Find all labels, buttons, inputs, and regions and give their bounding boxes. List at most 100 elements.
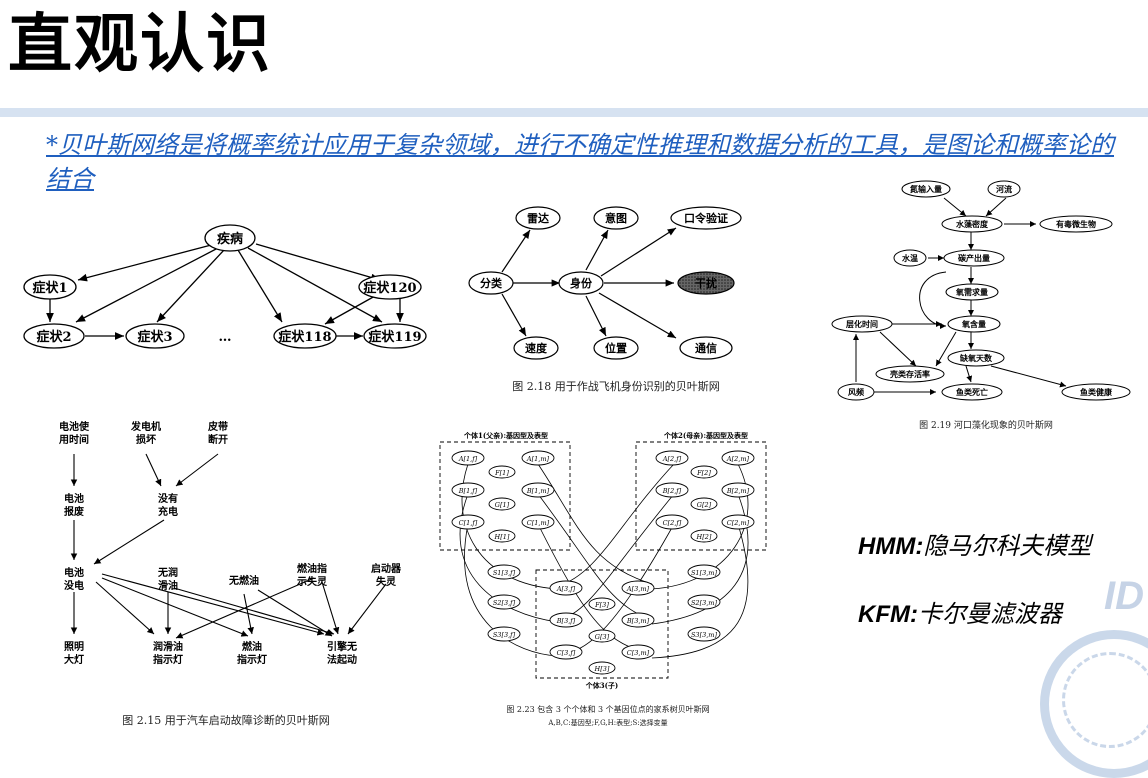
mother-node-a-f: A[2,f] xyxy=(662,455,682,463)
node-river: 河流 xyxy=(996,184,1012,194)
node-belt-line2: 断开 xyxy=(208,433,228,446)
node-water-temp: 水温 xyxy=(901,253,918,263)
node-symptom1: 症状1 xyxy=(32,280,67,296)
child-node-c-f: C[3,f] xyxy=(557,649,576,657)
node-no-fuel: 无燃油 xyxy=(228,574,259,587)
ellipsis: … xyxy=(219,330,232,345)
aircraft-identity-diagram: 雷达 意图 口令验证 分类 身份 干扰 速度 位置 通信 图 2.18 用于作战… xyxy=(468,206,742,393)
mother-node-h: H[2] xyxy=(696,533,712,541)
intro-text: *贝叶斯网络是将概率统计应用于复杂领域，进行不确定性推理和数据分析的工具，是图论… xyxy=(46,131,1114,193)
node-starter-line2: 失灵 xyxy=(376,575,397,588)
node-fish-death: 鱼类死亡 xyxy=(956,387,988,397)
aircraft-figure-caption: 图 2.18 用于作战飞机身份识别的贝叶斯网 xyxy=(512,379,719,393)
node-no-charge-line1: 没有 xyxy=(158,492,178,505)
select-node-s3-f: S3[3,f] xyxy=(493,631,516,639)
node-radar: 雷达 xyxy=(527,211,549,225)
node-wind: 风频 xyxy=(848,387,864,397)
node-battery-age-line2: 用时间 xyxy=(58,433,89,446)
hmm-note: HMM:隐马尔科夫模型 xyxy=(858,526,1091,561)
hmm-label: HMM: xyxy=(858,533,924,560)
node-battery-bad-line1: 电池 xyxy=(64,492,84,505)
select-node-s2-f: S2[3,f] xyxy=(493,599,516,607)
node-fuel-lamp-line1: 燃油 xyxy=(242,640,262,653)
node-symptom120: 症状120 xyxy=(363,280,416,296)
child-node-f: F[3] xyxy=(594,601,609,609)
node-fuel-lamp-line2: 指示灯 xyxy=(237,653,267,666)
estuary-figure-caption: 图 2.19 河口藻化现象的贝叶斯网 xyxy=(919,419,1053,431)
node-belt-line1: 皮带 xyxy=(207,420,228,433)
mother-node-g: G[2] xyxy=(697,501,712,509)
child-node-a-f: A[3,f] xyxy=(556,585,576,593)
node-speed: 速度 xyxy=(525,341,548,355)
kfm-note: KFM:卡尔曼滤波器 xyxy=(858,594,1062,629)
page-title: 直观认识 xyxy=(8,8,272,82)
node-no-lube-line1: 无润 xyxy=(157,566,178,579)
node-classify: 分类 xyxy=(480,276,503,290)
mother-node-c-m: C[2,m] xyxy=(727,519,750,527)
father-node-a-f: A[1,f] xyxy=(458,455,478,463)
node-headlight-line1: 照明 xyxy=(64,641,84,653)
node-jamming: 干扰 xyxy=(695,276,717,290)
node-battery-dead-line2: 没电 xyxy=(64,579,84,592)
node-fish-health: 鱼类健康 xyxy=(1080,387,1113,397)
father-node-c-m: C[1,m] xyxy=(527,519,550,527)
node-algae-density: 水藻密度 xyxy=(955,219,989,229)
node-shellfish-survival: 壳类存活率 xyxy=(889,369,930,379)
father-node-g: G[1] xyxy=(495,501,510,509)
family-figure-legend: A,B,C:基因型;F,G,H:表型;S:选择变量 xyxy=(547,718,667,727)
father-node-c-f: C[1,f] xyxy=(459,519,478,527)
node-position: 位置 xyxy=(605,341,627,355)
node-communication: 通信 xyxy=(695,341,717,355)
child-node-a-m: A[3,m] xyxy=(626,585,650,593)
node-carbon-output: 碳产出量 xyxy=(958,253,990,263)
node-disease: 疾病 xyxy=(217,231,243,247)
mother-node-b-f: B[2,f] xyxy=(662,487,682,495)
watermark-text: ID xyxy=(1104,574,1144,618)
node-fuel-gauge-line2: 示失灵 xyxy=(297,575,328,588)
child-node-b-f: B[3,f] xyxy=(556,617,576,625)
node-stratification: 层化时间 xyxy=(845,319,878,329)
car-figure-caption: 图 2.15 用于汽车启动故障诊断的贝叶斯网 xyxy=(122,713,329,727)
disease-network-diagram: 疾病 症状1 症状120 症状2 症状3 … 症状118 症状119 xyxy=(23,224,427,349)
mother-box-label: 个体2(母亲):基因型及表型 xyxy=(663,431,748,440)
node-battery-bad-line2: 报废 xyxy=(64,505,84,518)
select-node-s3-m: S3[3,m] xyxy=(691,631,717,639)
family-tree-diagram: 个体1(父亲):基因型及表型 个体2(母亲):基因型及表型 A[1,f] xyxy=(439,431,767,727)
node-nitrogen-input: 氮输入量 xyxy=(910,184,942,194)
node-anoxic-days: 缺氧天数 xyxy=(959,353,993,363)
hmm-text: 隐马尔科夫模型 xyxy=(923,532,1092,560)
car-diagnosis-diagram: 电池使 用时间 发电机 损坏 皮带 断开 电池 报废 没有 充电 电池 没电 无… xyxy=(58,420,402,727)
father-node-b-f: B[1,f] xyxy=(458,487,478,495)
father-node-h: H[1] xyxy=(494,533,510,541)
node-battery-dead-line1: 电池 xyxy=(64,566,84,579)
mother-node-a-m: A[2,m] xyxy=(726,455,750,463)
father-node-a-m: A[1,m] xyxy=(526,455,550,463)
node-generator-line1: 发电机 xyxy=(130,420,161,433)
node-generator-line2: 损坏 xyxy=(136,433,156,446)
mother-node-b-m: B[2,m] xyxy=(726,487,750,495)
node-lube-lamp-line1: 润滑油 xyxy=(153,640,183,653)
node-oxygen-content: 氧含量 xyxy=(961,319,986,329)
node-toxic-microbes: 有毒微生物 xyxy=(1056,219,1096,229)
estuary-algae-diagram: 氮输入量 河流 水藻密度 有毒微生物 水温 碳产出量 氧需求量 层化时间 氧含量… xyxy=(831,180,1131,431)
node-password: 口令验证 xyxy=(684,211,728,225)
select-node-s1-m: S1[3,m] xyxy=(691,569,717,577)
node-identity: 身份 xyxy=(570,276,593,290)
node-fuel-gauge-line1: 燃油指 xyxy=(297,562,327,575)
kfm-text: 卡尔曼滤波器 xyxy=(917,600,1062,628)
child-node-h: H[3] xyxy=(594,665,610,673)
child-node-b-m: B[3,m] xyxy=(626,617,650,625)
mother-node-f: F[2] xyxy=(696,469,711,477)
mother-node-c-f: C[2,f] xyxy=(663,519,682,527)
father-node-f: F[1] xyxy=(494,469,509,477)
father-node-b-m: B[1,m] xyxy=(526,487,550,495)
child-node-c-m: C[3,m] xyxy=(627,649,650,657)
node-symptom2: 症状2 xyxy=(36,329,71,345)
kfm-label: KFM: xyxy=(858,601,918,628)
select-node-s1-f: S1[3,f] xyxy=(493,569,516,577)
node-no-charge-line2: 充电 xyxy=(158,505,178,518)
node-engine-line2: 法起动 xyxy=(327,653,357,666)
node-lube-lamp-line2: 指示灯 xyxy=(153,653,183,666)
node-symptom119: 症状119 xyxy=(368,329,421,345)
node-symptom118: 症状118 xyxy=(278,329,331,345)
